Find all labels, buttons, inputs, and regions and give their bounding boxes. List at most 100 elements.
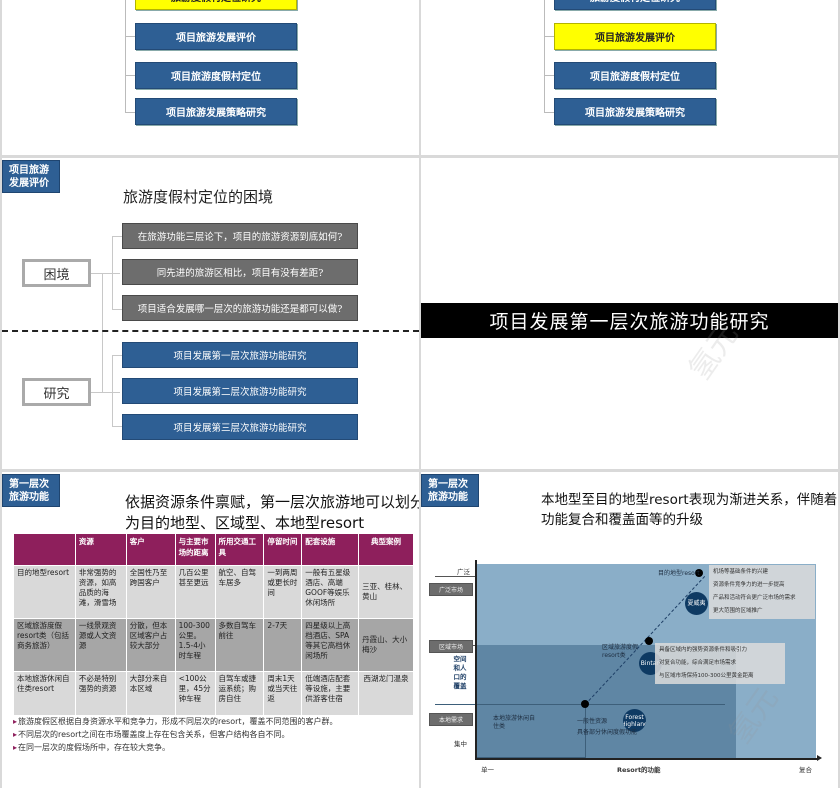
toc-item-highlighted: 项目旅游发展评价: [554, 23, 716, 50]
table-row: 区域旅游度假resort类（包括商务旅游） 一线景观资源或人文资源 分散，但本区…: [13, 618, 414, 672]
table-header: 典型案例: [358, 533, 414, 566]
table-cell: 一般有五星级酒店、高端GOOF等娱乐休闲场所: [301, 565, 360, 619]
table-cell: 不必是特别强势的资源: [74, 671, 127, 716]
table-cell: <100公里，45分钟车程: [174, 671, 216, 716]
section-tag-line: 项目旅游: [9, 165, 49, 176]
y-tick-bottom: 集中: [454, 740, 467, 748]
connector-line: [112, 236, 122, 237]
guide-line: [435, 576, 476, 577]
table-cell: 多数自驾车前往: [214, 618, 265, 672]
table-cell: 大部分来自本区域: [125, 671, 176, 716]
section-tag: 第一层次 旅游功能: [421, 474, 479, 507]
table-header: 配套设施: [301, 533, 360, 566]
data-point-regional: [645, 637, 653, 645]
note-line: 更大范围的区域推广: [713, 608, 763, 614]
connector-line: [112, 236, 113, 310]
point-label: 区域旅游度假resort类: [602, 644, 639, 659]
x-tick-left: 单一: [481, 766, 494, 774]
y-band-label: 本地需求: [429, 713, 473, 726]
table-cell: 自驾车或捷运系统；购房自住: [214, 671, 265, 716]
dilemma-item: 在旅游功能三层论下，项目的旅游资源到底如何?: [122, 223, 358, 249]
y-tick-top: 广泛: [457, 568, 470, 576]
section-tag-line: 旅游功能: [9, 492, 49, 503]
y-axis-label: 空间和人口的覆盖: [453, 655, 467, 690]
resort-comparison-table: 资源 客户 与主要市场的距离 所用交通工具 停留时间 配套设施 典型案例 目的地…: [13, 533, 414, 716]
table-cell: 航空、自驾车居多: [214, 565, 265, 619]
table-cell: 非常强势的资源，如高品质的海滩，滑雪场: [74, 565, 127, 619]
note-box: 机场等基础条件的兴建 资源条件竞争力的进一步提高 产品和活动符合更广泛市场的需求…: [709, 565, 815, 619]
guide-line: [435, 704, 725, 705]
y-band-label: 区域市场: [429, 640, 473, 653]
toc-connector: [544, 112, 554, 113]
section-tag-line: 旅游功能: [428, 492, 468, 503]
divider-dashed: [2, 330, 419, 332]
table-header: [13, 533, 76, 566]
connector-line: [112, 426, 122, 427]
connector-line: [112, 355, 113, 427]
toc-connector: [125, 0, 126, 112]
table-cell: 西湖龙门温泉: [358, 671, 414, 716]
dilemma-item: 同先进的旅游区相比，项目有没有差距?: [122, 259, 358, 285]
section-tag: 项目旅游 发展评价: [2, 160, 60, 193]
section-tag-line: 第一层次: [428, 479, 468, 490]
bullet-list: 旅游度假区根据自身资源水平和竞争力，形成不同层次的resort，覆盖不同范围的客…: [13, 715, 338, 754]
table-header: 所用交通工具: [214, 533, 265, 566]
table-cell: 四星级以上高档酒店、SPA等其它高档休闲场所: [301, 618, 360, 672]
dilemma-item: 项目适合发展哪一层次的旅游功能还是都可以做?: [122, 295, 358, 321]
research-item: 项目发展第三层次旅游功能研究: [122, 414, 358, 440]
section-tag-line: 发展评价: [9, 178, 49, 189]
table-header: 资源: [74, 533, 127, 566]
section-banner: 项目发展第一层次旅游功能研究: [421, 303, 838, 338]
case-badge: 夏威夷: [685, 592, 708, 615]
toc-connector: [544, 0, 545, 112]
table-cell: 一线景观资源或人文资源: [74, 618, 127, 672]
note-line: 对复合功能，综合满足市场需求: [659, 660, 737, 666]
slide-thumbnail-toc-1[interactable]: 旅游度假村定位研究 项目旅游发展评价 项目旅游度假村定位 项目旅游发展策略研究: [2, 0, 419, 155]
slide-thumbnail-dilemma[interactable]: 项目旅游 发展评价 旅游度假村定位的困境 困境 在旅游功能三层论下，项目的旅游资…: [2, 158, 419, 469]
data-point-local: [581, 700, 589, 708]
y-axis: [475, 560, 477, 759]
table-cell: 低端酒店配套等设施，主要供游客住宿: [301, 671, 360, 716]
note-box: 具备区域内的强势资源条件和吸引力 对复合功能，综合满足市场需求 与区域市场保持1…: [655, 643, 785, 684]
table-header: 客户: [125, 533, 176, 566]
plot-area-local: [476, 704, 586, 758]
toc-item: 项目旅游发展策略研究: [135, 98, 297, 125]
table-header: 与主要市场的距离: [174, 533, 216, 566]
y-band-label: 广泛市场: [429, 583, 473, 596]
slide-thumbnail-section-banner[interactable]: 项目发展第一层次旅游功能研究 氢元: [421, 158, 838, 469]
toc-item: 项目旅游度假村定位: [554, 62, 716, 89]
table-cell: 三亚、桂林、黄山: [358, 565, 414, 619]
toc-item: 项目旅游度假村定位: [135, 62, 297, 89]
table-cell: 周末1天或当天往返: [263, 671, 303, 716]
connector-line: [112, 355, 122, 356]
connector-line: [102, 273, 103, 393]
connector-line: [112, 309, 122, 310]
table-row: 目的地型resort 非常强势的资源，如高品质的海滩，滑雪场 全国性乃至跨国客户…: [13, 565, 414, 619]
table-cell: 一到两周或更长时间: [263, 565, 303, 619]
table-cell: 全国性乃至跨国客户: [125, 565, 176, 619]
table-cell: 分散，但本区域客户占较大部分: [125, 618, 176, 672]
point-label: 目的地型resort: [658, 570, 700, 577]
resort-progression-chart: 广泛 广泛市场 区域市场 空间和人口的覆盖 本地需求 集中 单一 Resort的…: [421, 552, 838, 788]
bullet-item: 旅游度假区根据自身资源水平和竞争力，形成不同层次的resort，覆盖不同范围的客…: [13, 715, 338, 728]
slide-thumbnail-resort-table[interactable]: 第一层次 旅游功能 依据资源条件禀赋，第一层次旅游地可以划分为目的地型、区域型、…: [2, 472, 419, 788]
toc-item: 项目旅游发展评价: [135, 23, 297, 50]
note-line: 资源条件竞争力的进一步提高: [713, 582, 785, 588]
connector-line: [90, 392, 120, 393]
dilemma-label: 困境: [22, 259, 91, 287]
table-row: 本地旅游休闲自住类resort 不必是特别强势的资源 大部分来自本区域 <100…: [13, 671, 414, 716]
note-line: 产品和活动符合更广泛市场的需求: [713, 595, 796, 601]
case-badge: Forest Highland: [623, 709, 646, 732]
connector-line: [90, 273, 120, 274]
table-cell: 100-300公里。1.5-4小时车程: [174, 618, 216, 672]
slide-thumbnail-resort-chart[interactable]: 第一层次 旅游功能 本地型至目的地型resort表现为渐进关系，伴随着功能复合和…: [421, 472, 838, 788]
table-cell: 目的地型resort: [13, 565, 76, 619]
toc-item-highlighted: 旅游度假村定位研究: [135, 0, 297, 10]
data-point-destination: [695, 569, 703, 577]
toc-connector: [544, 75, 554, 76]
bullet-item: 不同层次的resort之间在市场覆盖度上存在包含关系，但客户结构各自不同。: [13, 728, 338, 741]
table-cell: 本地旅游休闲自住类resort: [13, 671, 76, 716]
slide-title: 本地型至目的地型resort表现为渐进关系，伴随着功能复合和覆盖面等的升级: [541, 492, 838, 528]
research-item: 项目发展第一层次旅游功能研究: [122, 342, 358, 368]
slide-thumbnail-toc-2[interactable]: 旅游度假村定位研究 项目旅游发展评价 项目旅游度假村定位 项目旅游发展策略研究: [421, 0, 838, 155]
